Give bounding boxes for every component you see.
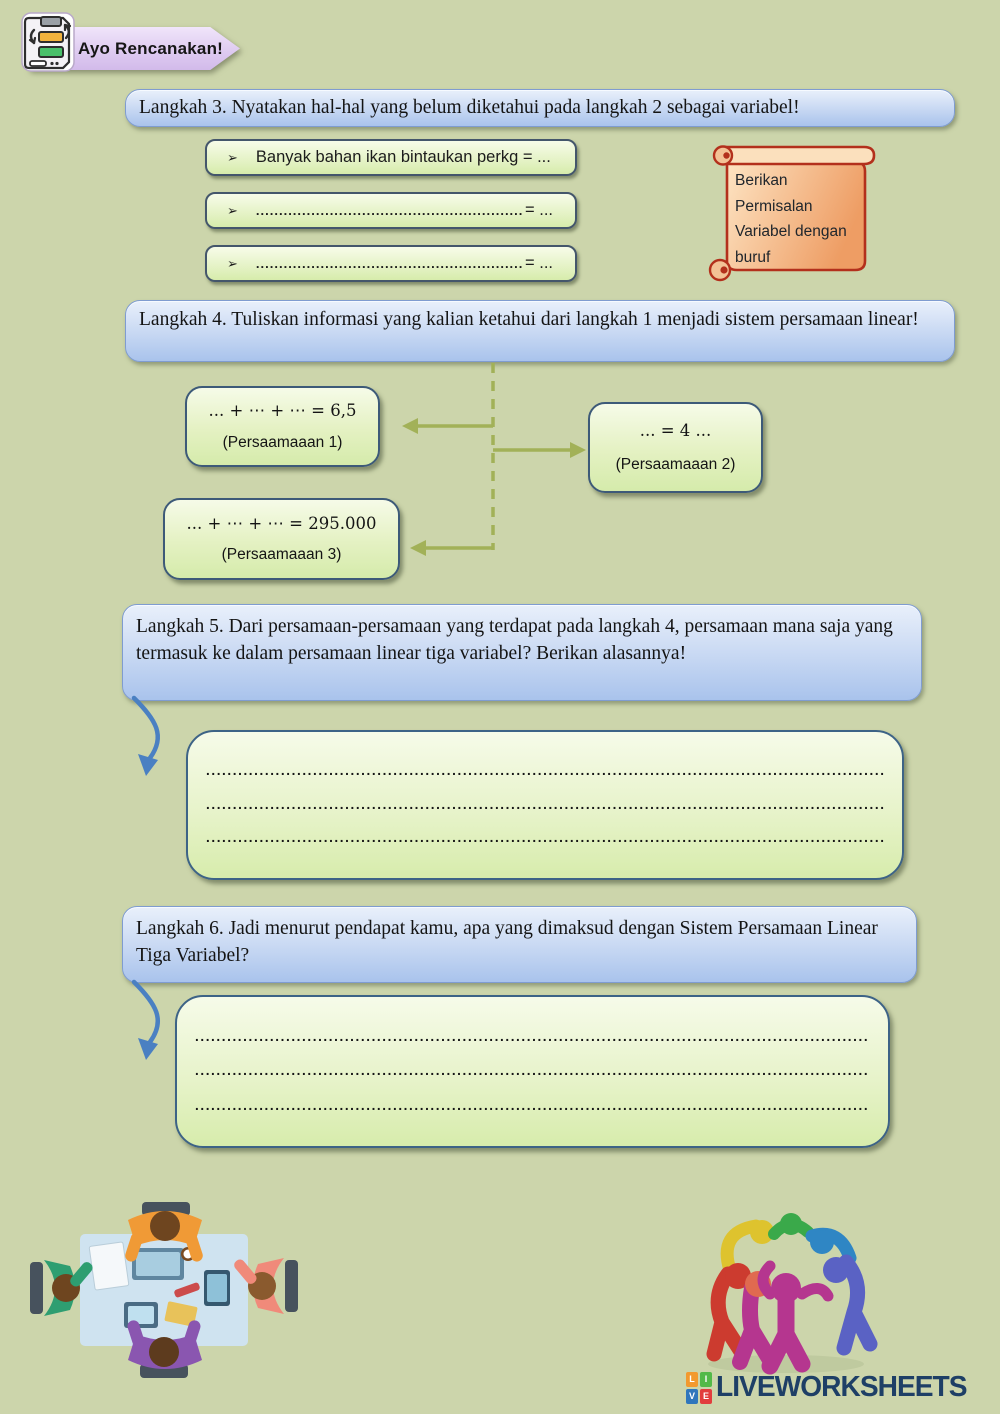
- curved-arrow-icon: [131, 695, 161, 776]
- step3-title: Langkah 3. Nyatakan hal-hal yang belum d…: [139, 97, 800, 118]
- logo-tile: V: [686, 1388, 698, 1404]
- hint-scroll: Berikan Permisalan Variabel dengan buruf: [705, 140, 883, 290]
- hint-line: Permisalan: [735, 197, 813, 215]
- hint-line: buruf: [735, 248, 771, 266]
- teamwork-table-illustration: [30, 1202, 298, 1378]
- equation-1-label: (Persaamaaan 1): [222, 433, 343, 451]
- step5-title: Langkah 5. Dari persamaan-persamaan yang…: [136, 616, 893, 664]
- variable-blank-1-text: Banyak bahan ikan bintaukan perkg = ...: [255, 148, 551, 166]
- equation-1-formula: ... + ⋯ + ⋯ = 6,5: [208, 401, 357, 421]
- logo-tile: E: [700, 1388, 712, 1404]
- variable-blank-3[interactable]: ➢ ......................................…: [205, 245, 577, 282]
- variable-blank-2[interactable]: ➢ ......................................…: [205, 192, 577, 229]
- step6-header: Langkah 6. Jadi menurut pendapat kamu, a…: [122, 906, 917, 983]
- logo-tile: I: [700, 1371, 712, 1387]
- answer-box-step6[interactable]: ........................................…: [175, 995, 890, 1148]
- arrow-bullet-icon: ➢: [227, 255, 238, 271]
- arrow-bullet-icon: ➢: [227, 202, 238, 218]
- liveworksheets-tiles-icon: L I V E: [686, 1371, 712, 1404]
- answer-line[interactable]: ........................................…: [206, 762, 884, 778]
- answer-line[interactable]: ........................................…: [195, 1028, 870, 1044]
- answer-box-step5[interactable]: ........................................…: [186, 730, 904, 880]
- arrow-bullet-icon: ➢: [227, 149, 238, 165]
- equation-box-1: ... + ⋯ + ⋯ = 6,5 (Persaamaaan 1): [185, 386, 380, 467]
- equation-box-3: ... + ⋯ + ⋯ = 295.000 (Persaamaaan 3): [163, 498, 400, 580]
- connector-arrows: [402, 363, 586, 556]
- logo-tile: L: [686, 1371, 698, 1387]
- equals-suffix: = ...: [525, 201, 553, 219]
- answer-line[interactable]: ........................................…: [195, 1097, 870, 1113]
- answer-line[interactable]: ........................................…: [206, 796, 884, 812]
- dotted-blank[interactable]: ........................................…: [255, 203, 524, 218]
- variable-blank-1[interactable]: ➢ Banyak bahan ikan bintaukan perkg = ..…: [205, 139, 577, 176]
- step6-title: Langkah 6. Jadi menurut pendapat kamu, a…: [136, 918, 878, 966]
- equation-3-formula: ... + ⋯ + ⋯ = 295.000: [186, 513, 377, 533]
- flowchart-plan-icon: [16, 10, 80, 74]
- equation-2-formula: ... = 4 ...: [639, 420, 712, 440]
- scroll-shape-icon: [708, 145, 876, 282]
- step4-title: Langkah 4. Tuliskan informasi yang kalia…: [139, 309, 919, 330]
- team-huddle-illustration: [706, 1213, 878, 1375]
- hint-text: Berikan Permisalan Variabel dengan buruf: [735, 168, 867, 270]
- equation-2-label: (Persaamaaan 2): [615, 456, 736, 474]
- answer-line[interactable]: ........................................…: [206, 830, 884, 846]
- step4-header: Langkah 4. Tuliskan informasi yang kalia…: [125, 300, 955, 362]
- equation-box-2: ... = 4 ... (Persaamaaan 2): [588, 402, 763, 493]
- step3-header: Langkah 3. Nyatakan hal-hal yang belum d…: [125, 89, 955, 127]
- step5-header: Langkah 5. Dari persamaan-persamaan yang…: [122, 604, 922, 701]
- equals-suffix: = ...: [525, 254, 553, 272]
- dotted-blank[interactable]: ........................................…: [255, 256, 524, 271]
- curved-arrow-icon: [131, 979, 161, 1060]
- hint-line: Variabel dengan: [735, 223, 847, 241]
- banner-label: Ayo Rencanakan!: [78, 38, 224, 58]
- liveworksheets-logo: L I V E LIVEWORKSHEETS: [686, 1371, 974, 1404]
- logo-text: LIVEWORKSHEETS: [716, 1371, 968, 1403]
- equation-3-label: (Persaamaaan 3): [221, 546, 342, 564]
- hint-line: Berikan: [735, 172, 788, 189]
- answer-line[interactable]: ........................................…: [195, 1063, 870, 1078]
